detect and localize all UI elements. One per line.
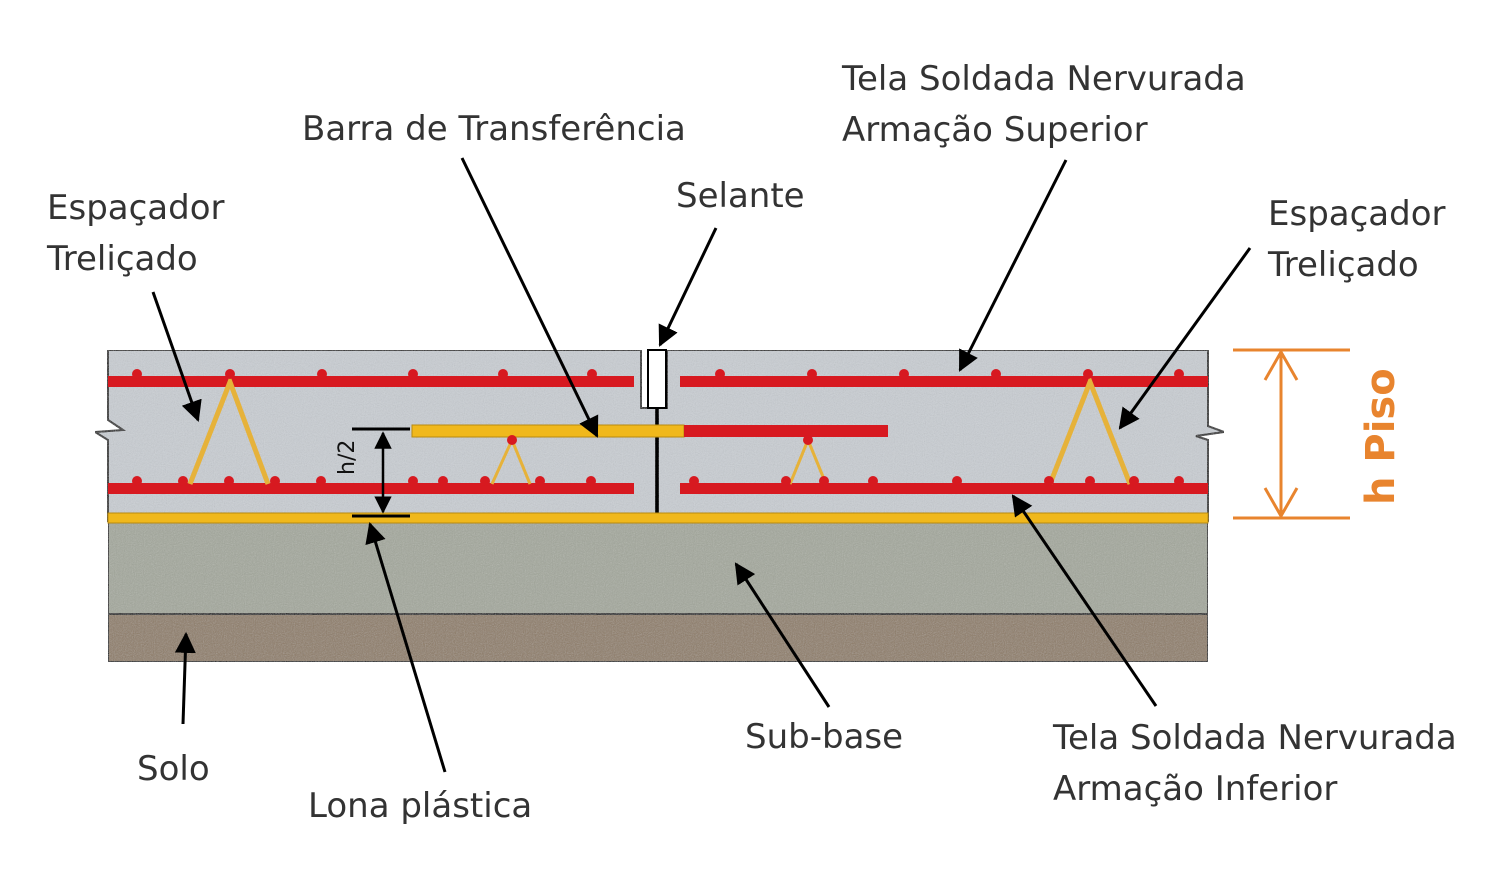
bottom-cross-bar xyxy=(1174,476,1184,486)
subbase-layer xyxy=(107,521,1209,615)
sealant-joint xyxy=(647,349,667,409)
label-subbase: Sub-base xyxy=(745,717,903,757)
transfer-bar-support xyxy=(803,435,813,445)
top-cross-bar xyxy=(498,369,508,379)
bottom-mesh-right xyxy=(680,483,1208,494)
bottom-cross-bar xyxy=(1044,476,1054,486)
bottom-cross-bar xyxy=(868,476,878,486)
bottom-mesh-left xyxy=(108,483,634,494)
label-espacador-right-1: Espaçador xyxy=(1268,194,1446,234)
h-piso-label: h Piso xyxy=(1358,368,1404,505)
arrow-espacador-left xyxy=(151,291,202,422)
arrow-tela-superior xyxy=(958,159,1068,372)
bottom-cross-bar xyxy=(952,476,962,486)
bottom-cross-bar xyxy=(270,476,280,486)
bottom-cross-bar xyxy=(819,476,829,486)
top-cross-bar xyxy=(1174,369,1184,379)
label-espacador-left-2: Treliçado xyxy=(46,239,198,279)
top-cross-bar xyxy=(317,369,327,379)
label-solo: Solo xyxy=(137,749,210,789)
lattice-spacer-right xyxy=(1047,375,1133,485)
top-cross-bar xyxy=(991,369,1001,379)
bottom-cross-bar xyxy=(316,476,326,486)
label-tela-superior-1: Tela Soldada Nervurada xyxy=(841,59,1246,99)
label-tela-inferior-2: Armação Inferior xyxy=(1053,769,1337,809)
lattice-spacer-left xyxy=(187,374,271,485)
label-tela-superior-2: Armação Superior xyxy=(842,110,1148,150)
arrow-selante xyxy=(658,227,718,347)
top-cross-bar xyxy=(715,369,725,379)
plastic-sheet xyxy=(107,512,1209,524)
bottom-cross-bar xyxy=(781,476,791,486)
top-cross-bar xyxy=(132,369,142,379)
top-mesh-left xyxy=(108,376,634,387)
arrow-subbase xyxy=(734,562,831,708)
arrow-lona xyxy=(365,521,447,773)
bottom-cross-bar xyxy=(480,476,490,486)
arrow-barra xyxy=(460,157,599,438)
label-tela-inferior-1: Tela Soldada Nervurada xyxy=(1052,718,1457,758)
arrow-tela-inferior xyxy=(1011,494,1158,707)
bottom-cross-bar xyxy=(1129,476,1139,486)
label-espacador-left-1: Espaçador xyxy=(47,188,225,228)
top-cross-bar xyxy=(807,369,817,379)
bottom-cross-bar xyxy=(1085,476,1095,486)
transfer-bar-support xyxy=(507,435,517,445)
transfer-bar-red xyxy=(684,425,888,437)
h-half-label: h/2 xyxy=(335,440,360,475)
top-cross-bar xyxy=(1083,369,1093,379)
top-mesh-right xyxy=(680,376,1208,387)
cross-bar-dots xyxy=(132,369,1184,486)
bottom-cross-bar xyxy=(535,476,545,486)
bottom-cross-bar xyxy=(224,476,234,486)
top-cross-bar xyxy=(225,369,235,379)
top-cross-bar xyxy=(408,369,418,379)
h-half-dimension: h/2 xyxy=(335,427,410,518)
top-cross-bar xyxy=(899,369,909,379)
soil-layer xyxy=(107,613,1209,663)
bottom-cross-bar xyxy=(132,476,142,486)
bottom-cross-bar xyxy=(438,476,448,486)
arrow-solo xyxy=(174,631,196,725)
label-selante: Selante xyxy=(676,176,805,216)
label-espacador-right-2: Treliçado xyxy=(1267,245,1419,285)
bottom-cross-bar xyxy=(408,476,418,486)
transfer-bar-yellow xyxy=(411,424,685,438)
label-lona: Lona plástica xyxy=(308,786,532,826)
bottom-cross-bar xyxy=(178,476,188,486)
arrow-espacador-right xyxy=(1118,247,1252,430)
bottom-cross-bar xyxy=(689,476,699,486)
label-barra: Barra de Transferência xyxy=(302,109,686,149)
h-piso-dimension xyxy=(1233,348,1350,520)
top-cross-bar xyxy=(587,369,597,379)
bottom-cross-bar xyxy=(586,476,596,486)
